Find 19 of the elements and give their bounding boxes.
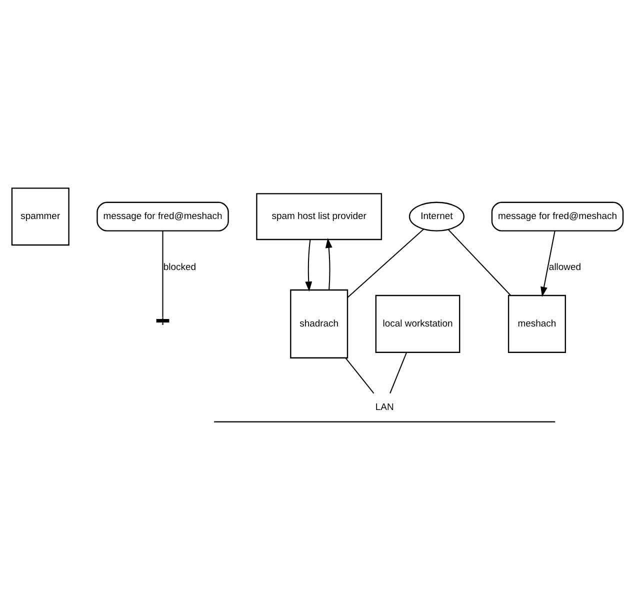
node-ellipse: Internet: [408, 202, 464, 232]
arrow: [305, 239, 312, 292]
connector: [345, 358, 374, 394]
node-text: LAN: [375, 402, 394, 414]
arrow: [540, 230, 556, 297]
connector: [448, 229, 511, 296]
edge-label: allowed: [548, 262, 582, 273]
arrow: [325, 238, 332, 290]
node-box: spammer: [11, 188, 70, 246]
node-box: local workstation: [375, 294, 460, 353]
node-box: meshach: [508, 294, 566, 353]
node-box: spam host list provider: [256, 193, 382, 240]
node-box: message for fred@meshach: [491, 202, 624, 232]
connector: [162, 230, 164, 324]
node-box: shadrach: [290, 289, 348, 358]
connector: [347, 228, 424, 298]
connector: [390, 352, 408, 394]
edge-label: blocked: [163, 262, 196, 273]
node-box: message for fred@meshach: [96, 202, 229, 232]
